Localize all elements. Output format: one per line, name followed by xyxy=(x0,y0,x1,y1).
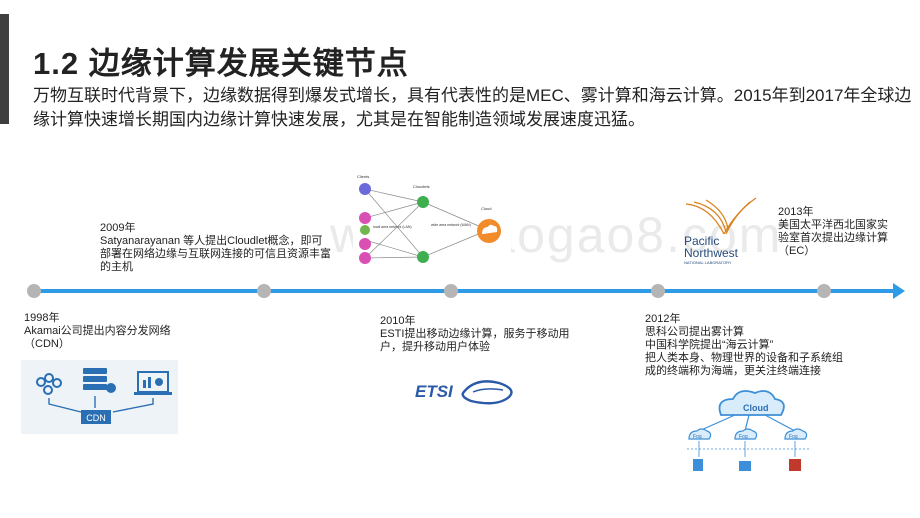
event-text: 中国科学院提出“海云计算” xyxy=(645,339,774,351)
fog-diagram-svg: Cloud Fog Fog Fog xyxy=(685,385,813,477)
event-2013: 2013年 美国太平洋西北国家实 验室首次提出边缘计算 （EC） xyxy=(778,206,908,258)
timeline-dot-2010 xyxy=(444,284,458,298)
clients-label: Clients xyxy=(357,174,369,179)
cloudlet-diagram-svg: Clients Cloudlets Cloud local area netwo… xyxy=(353,172,511,280)
timeline-dot-2013 xyxy=(817,284,831,298)
cloud-icon xyxy=(718,390,785,416)
timeline-dot-1998 xyxy=(27,284,41,298)
pnnl-line1: Pacific xyxy=(684,234,719,248)
fog-label: Fog xyxy=(693,434,702,440)
cloudlet-icon xyxy=(417,251,429,263)
cloudlet-icon xyxy=(417,196,429,208)
fog-label: Fog xyxy=(789,434,798,440)
lan-label: local area network (LAN) xyxy=(373,225,412,229)
fog-node-icon: Fog xyxy=(734,428,758,440)
location-pins-icon xyxy=(36,373,62,395)
event-2009: 2009年 Satyanarayanan 等人提出Cloudlet概念，即可 部… xyxy=(100,222,370,274)
cloudlets-label: Cloudlets xyxy=(413,184,430,189)
event-year: 2009年 xyxy=(100,222,136,234)
pnnl-line3: NATIONAL LABORATORY xyxy=(684,260,732,265)
event-text: 的主机 xyxy=(100,261,133,273)
monitor-chart-icon xyxy=(134,371,172,395)
wan-label: wide area network (WAN) xyxy=(431,223,471,227)
event-2010: 2010年 ESTI提出移动边缘计算，服务于移动用 户，提升移动用户体验 xyxy=(380,315,600,354)
timeline-dot-2012 xyxy=(651,284,665,298)
cdn-diagram: CDN xyxy=(21,360,178,434)
timeline-dot-2009 xyxy=(257,284,271,298)
pnnl-line2: Northwest xyxy=(684,246,739,260)
fog-cloud-label: Cloud xyxy=(743,403,769,413)
event-year: 2013年 xyxy=(778,206,814,218)
event-text: Akamai公司提出内容分发网络 xyxy=(24,325,171,337)
server-icon xyxy=(83,368,116,393)
page-title: 1.2 边缘计算发展关键节点 xyxy=(33,46,409,81)
device-icon xyxy=(693,459,703,471)
event-text: （CDN） xyxy=(24,338,70,350)
client-icon xyxy=(359,183,371,195)
etsi-label: ETSI xyxy=(415,382,454,401)
event-text: 思科公司提出雾计算 xyxy=(645,326,744,338)
event-text: 部署在网络边缘与互联网连接的可信且资源丰富 xyxy=(100,248,331,260)
pnnl-logo-svg: Pacific Northwest NATIONAL LABORATORY xyxy=(684,197,757,265)
event-text: ESTI提出移动边缘计算，服务于移动用 xyxy=(380,328,570,340)
title-accent-bar xyxy=(0,14,9,124)
cdn-label: CDN xyxy=(86,413,106,423)
event-text: 美国太平洋西北国家实 xyxy=(778,219,888,231)
cloud-label: Cloud xyxy=(481,206,491,211)
client-icon xyxy=(359,238,371,250)
device-icon xyxy=(789,459,801,471)
fog-diagram: Cloud Fog Fog Fog xyxy=(685,385,813,477)
fog-node-icon: Fog xyxy=(688,428,712,440)
etsi-logo-svg: ETSI xyxy=(415,380,513,405)
fog-node-icon: Fog xyxy=(784,428,808,440)
cloudlet-diagram: Clients Cloudlets Cloud local area netwo… xyxy=(353,172,511,280)
event-text: 户，提升移动用户体验 xyxy=(380,341,490,353)
event-text: Satyanarayanan 等人提出Cloudlet概念，即可 xyxy=(100,235,323,247)
event-text: 成的终端称为海端，更关注终端连接 xyxy=(645,365,821,377)
event-text: 验室首次提出边缘计算 xyxy=(778,232,888,244)
pnnl-logo: Pacific Northwest NATIONAL LABORATORY xyxy=(680,196,760,266)
client-icon xyxy=(359,212,371,224)
event-year: 2012年 xyxy=(645,313,681,325)
intro-paragraph: 万物互联时代背景下，边缘数据得到爆发式增长，具有代表性的是MEC、雾计算和海云计… xyxy=(33,86,912,129)
client-icon xyxy=(359,252,371,264)
event-text: （EC） xyxy=(778,245,816,257)
event-2012: 2012年 思科公司提出雾计算 中国科学院提出“海云计算” 把人类本身、物理世界… xyxy=(645,313,865,378)
etsi-logo: ETSI xyxy=(413,373,521,411)
fog-label: Fog xyxy=(739,434,748,440)
event-text: 把人类本身、物理世界的设备和子系统组 xyxy=(645,352,843,364)
device-icon xyxy=(739,461,751,471)
timeline-arrow-head xyxy=(893,283,905,299)
client-icon xyxy=(360,225,370,235)
cdn-diagram-svg: CDN xyxy=(21,360,178,434)
event-year: 2010年 xyxy=(380,315,416,327)
event-1998: 1998年 Akamai公司提出内容分发网络 （CDN） xyxy=(24,312,224,351)
event-year: 1998年 xyxy=(24,312,60,324)
timeline-line xyxy=(33,289,895,293)
